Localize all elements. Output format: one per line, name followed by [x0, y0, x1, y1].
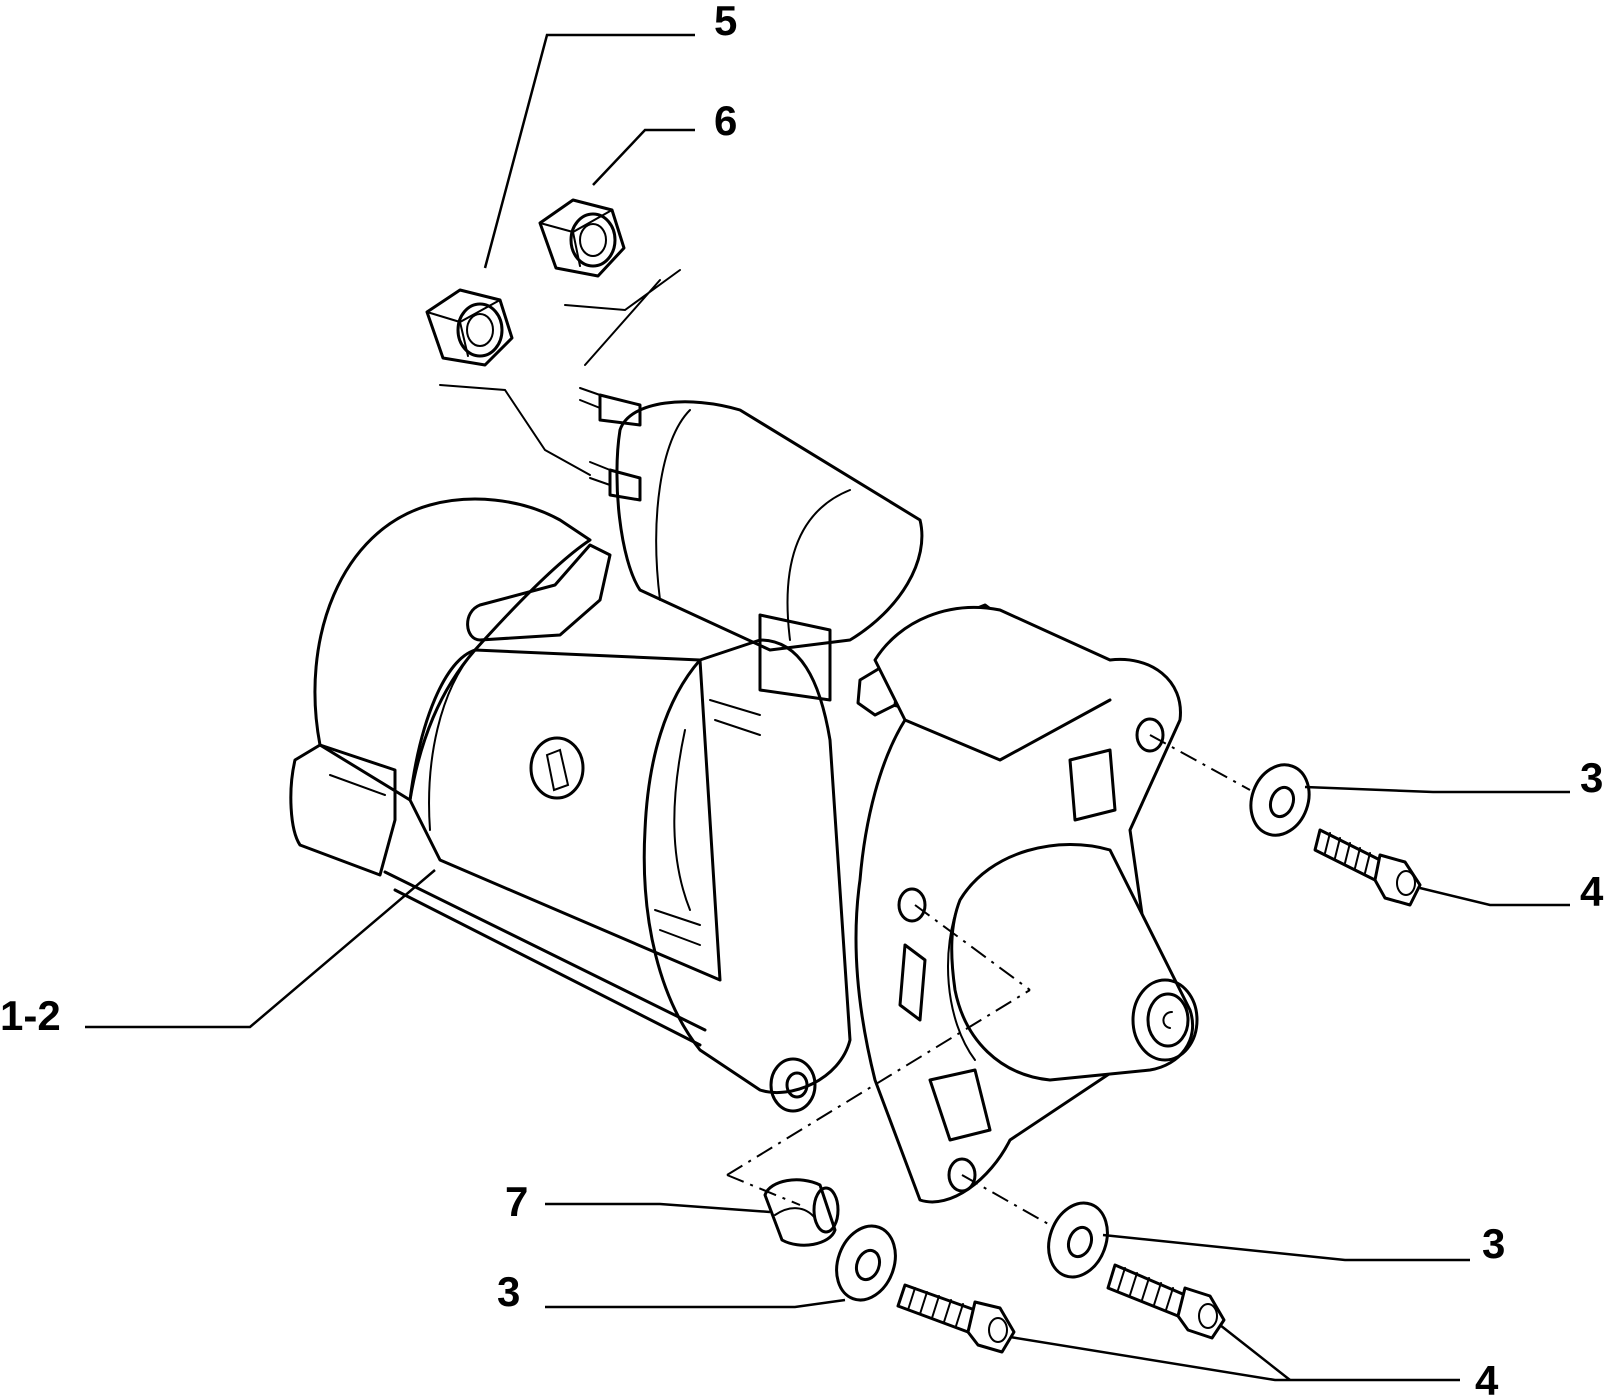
bolt-lower-right — [1106, 1263, 1226, 1340]
bolt-lower-left — [896, 1283, 1016, 1354]
leader-lines — [85, 33, 1570, 1382]
assembly-axes — [439, 269, 1251, 1226]
washer-lower-left — [835, 1224, 897, 1302]
washer-right-upper — [1249, 763, 1311, 837]
starter-motor — [289, 387, 1199, 1204]
hex-nut-6 — [538, 198, 626, 278]
callout-1-2: 1-2 — [0, 992, 61, 1039]
hex-nut-5 — [425, 288, 514, 367]
callout-5: 5 — [714, 0, 737, 44]
callout-3-bottom-right: 3 — [1482, 1220, 1505, 1267]
washer-lower-right — [1047, 1201, 1109, 1279]
callout-7: 7 — [505, 1178, 528, 1225]
bushing-7 — [763, 1178, 840, 1247]
bolt-right-upper — [1313, 828, 1422, 907]
callout-4-bottom: 4 — [1475, 1357, 1499, 1399]
callout-3-right: 3 — [1580, 754, 1603, 801]
callout-3-bottom-left: 3 — [497, 1268, 520, 1315]
callout-6: 6 — [714, 97, 737, 144]
callout-4-right: 4 — [1580, 868, 1604, 915]
